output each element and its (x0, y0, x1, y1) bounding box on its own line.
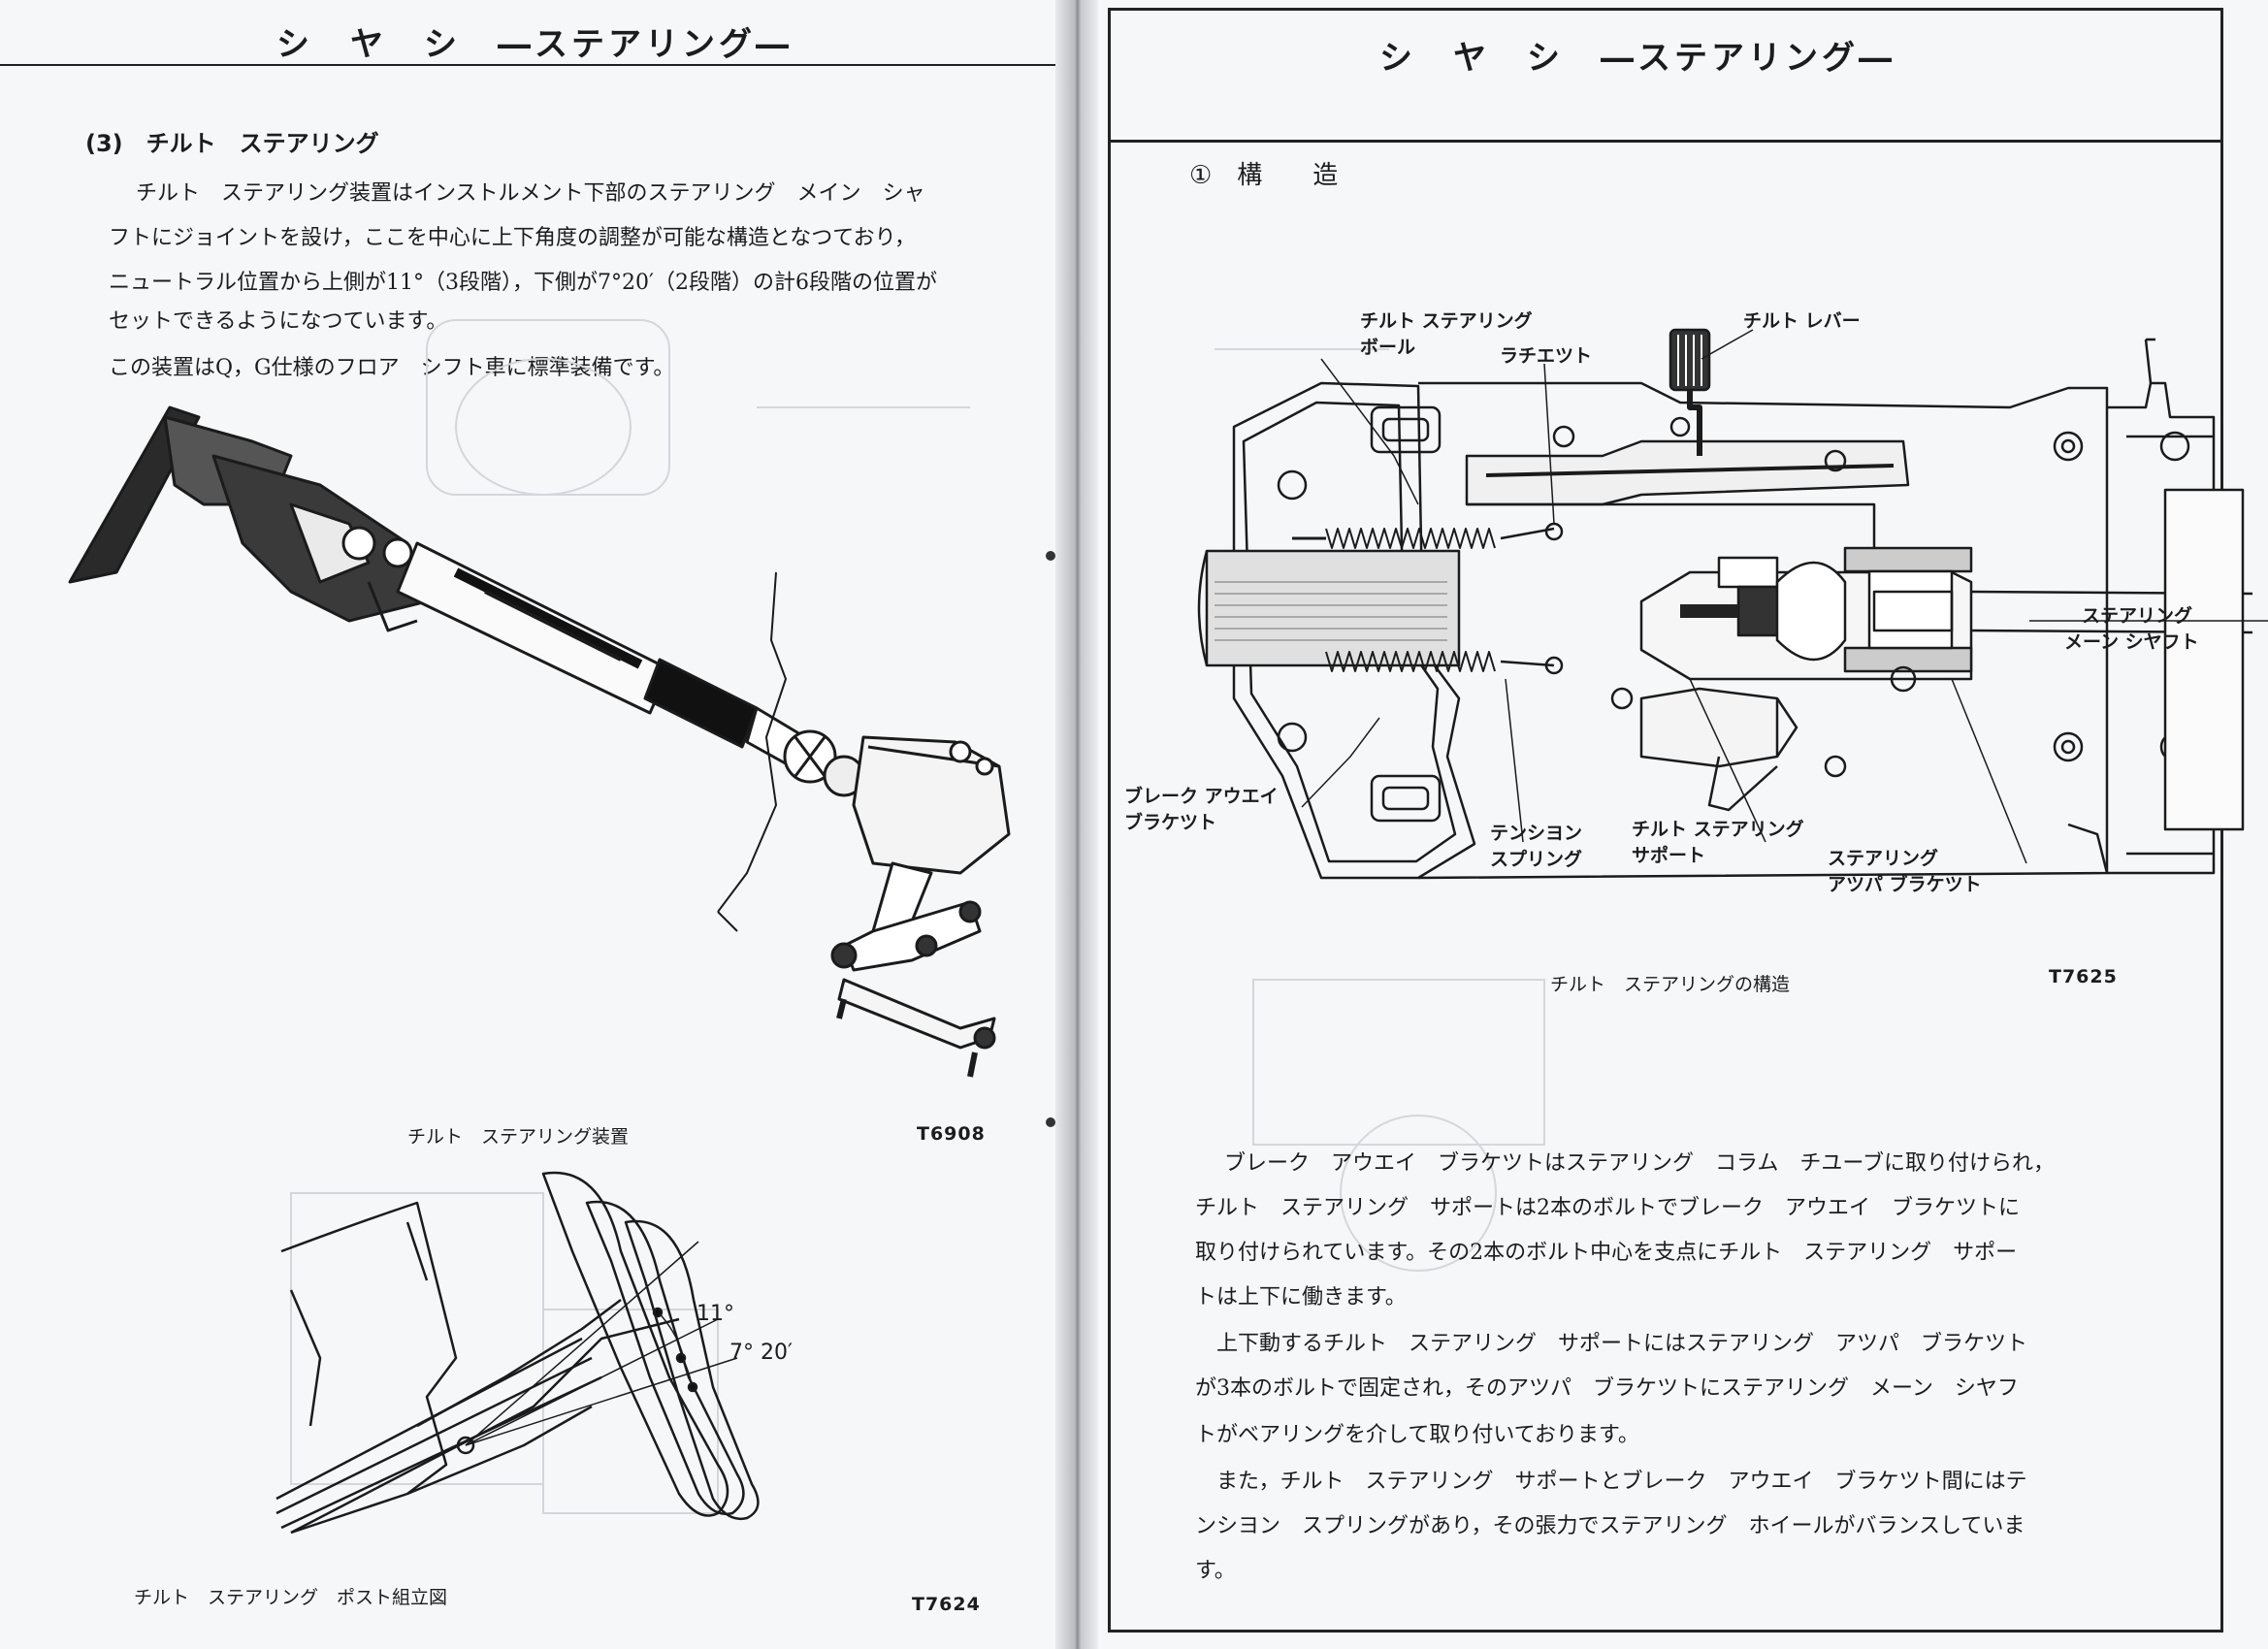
right-paragraph-line: チルト ステアリング サポートは2本のボルトでブレーク アウエイ ブラケツトに (1195, 1196, 2020, 1220)
label-line: ステアリング (2082, 605, 2193, 627)
label-break-away-bracket: ブレーク アウエイ ブラケツト (1124, 784, 1279, 836)
left-paragraph-line: チルト ステアリング装置はインストルメント下部のステアリング メイン シャ (136, 181, 925, 206)
left-paragraph-line: フトにジョイントを設け，ここを中心に上下角度の調整が可能な構造となつており， (109, 226, 917, 250)
label-line: スプリング (1490, 849, 1583, 870)
tilt-angle-diagram (275, 1171, 760, 1535)
left-page: シ ヤ シ ―ステアリング― (3) チルト ステアリング チルト ステアリング… (0, 0, 1055, 1649)
label-line: テンシヨン (1490, 823, 1583, 844)
label-line: チルト ステアリング (1632, 819, 1804, 840)
angle-lower-label: 7° 20′ (729, 1341, 793, 1365)
figure1-code: T6908 (917, 1123, 986, 1145)
label-tilt-lever: チルト レバー (1743, 310, 1861, 332)
left-page-header: シ ヤ シ ―ステアリング― (276, 25, 793, 64)
angle-upper-label: 11° (697, 1302, 734, 1326)
label-line: ボール (1360, 337, 1416, 358)
label-line: メーン シヤフト (2064, 631, 2199, 653)
right-paragraph-line: ブレーク アウエイ ブラケツトはステアリング コラム チユーブに取り付けられ， (1224, 1151, 2056, 1176)
binder-hole (1046, 551, 1055, 561)
right-paragraph-line: す。 (1195, 1559, 1236, 1583)
book-gutter (1055, 0, 1098, 1649)
label-line: アツパ ブラケツト (1828, 874, 1982, 895)
binder-hole (1046, 1117, 1055, 1127)
right-page: シ ヤ シ ―ステアリング― ① 構 造 (1098, 0, 2268, 1649)
left-header-rule (0, 64, 1055, 66)
left-paragraph-line: ニュートラル位置から上側が11°（3段階），下側が7°20′（2段階）の計6段階… (109, 271, 937, 295)
right-paragraph-line: トがベアリングを介して取り付いております。 (1195, 1423, 1639, 1447)
label-main-shaft: ステアリング メーン シヤフト (2064, 603, 2199, 656)
label-tilt-ball: チルト ステアリング ボール (1360, 308, 1533, 361)
figure2-caption: チルト ステアリング ポスト組立図 (134, 1587, 448, 1608)
right-paragraph-line: また，チルト ステアリング サポートとブレーク アウエイ ブラケツト間にはテ (1195, 1470, 2027, 1494)
left-section-title: (3) チルト ステアリング (85, 130, 379, 157)
right-paragraph-line: ンシヨン スプリングがあり，その張力でステアリング ホイールがバランスしていま (1195, 1514, 2025, 1538)
label-line: サポート (1632, 845, 1706, 866)
right-paragraph-line: 取り付けられています。その2本のボルト中心を支点にチルト ステアリング サポー (1195, 1241, 2018, 1265)
right-paragraph-line: トは上下に働きます。 (1195, 1285, 1407, 1310)
label-tension-spring: テンシヨン スプリング (1490, 821, 1582, 873)
tilt-steering-assembly-illustration (68, 319, 1011, 1514)
label-upper-bracket: ステアリング アツパ ブラケツト (1828, 846, 1982, 898)
right-paragraph-line: が3本のボルトで固定され，そのアツパ ブラケツトにステアリング メーン シヤフ (1195, 1376, 2019, 1401)
label-line: ブレーク アウエイ (1124, 786, 1279, 807)
right-paragraph-line: 上下動するチルト ステアリング サポートにはステアリング アツパ ブラケツト (1195, 1332, 2028, 1356)
figure1-caption: チルト ステアリング装置 (407, 1126, 630, 1148)
right-header-rule (1108, 140, 2223, 143)
label-ratchet: ラチエツト (1500, 345, 1593, 367)
left-paragraph-line: セットできるようになつています。 (109, 309, 448, 334)
right-figure-caption: チルト ステアリングの構造 (1550, 974, 1791, 995)
label-line: ステアリング (1828, 848, 1939, 869)
left-paragraph-line: この装置はQ，G仕様のフロア シフト車に標準装備です。 (109, 356, 675, 380)
right-page-header: シ ヤ シ ―ステアリング― (1379, 39, 1895, 78)
label-tilt-support: チルト ステアリング サポート (1632, 817, 1804, 869)
label-line: チルト ステアリング (1360, 310, 1533, 332)
label-line: ブラケツト (1124, 812, 1217, 833)
right-section-title: ① 構 造 (1189, 161, 1339, 190)
figure2-code: T7624 (912, 1594, 981, 1615)
tilt-steering-structure-diagram (1197, 328, 2268, 1272)
right-figure-code: T7625 (2049, 966, 2118, 987)
